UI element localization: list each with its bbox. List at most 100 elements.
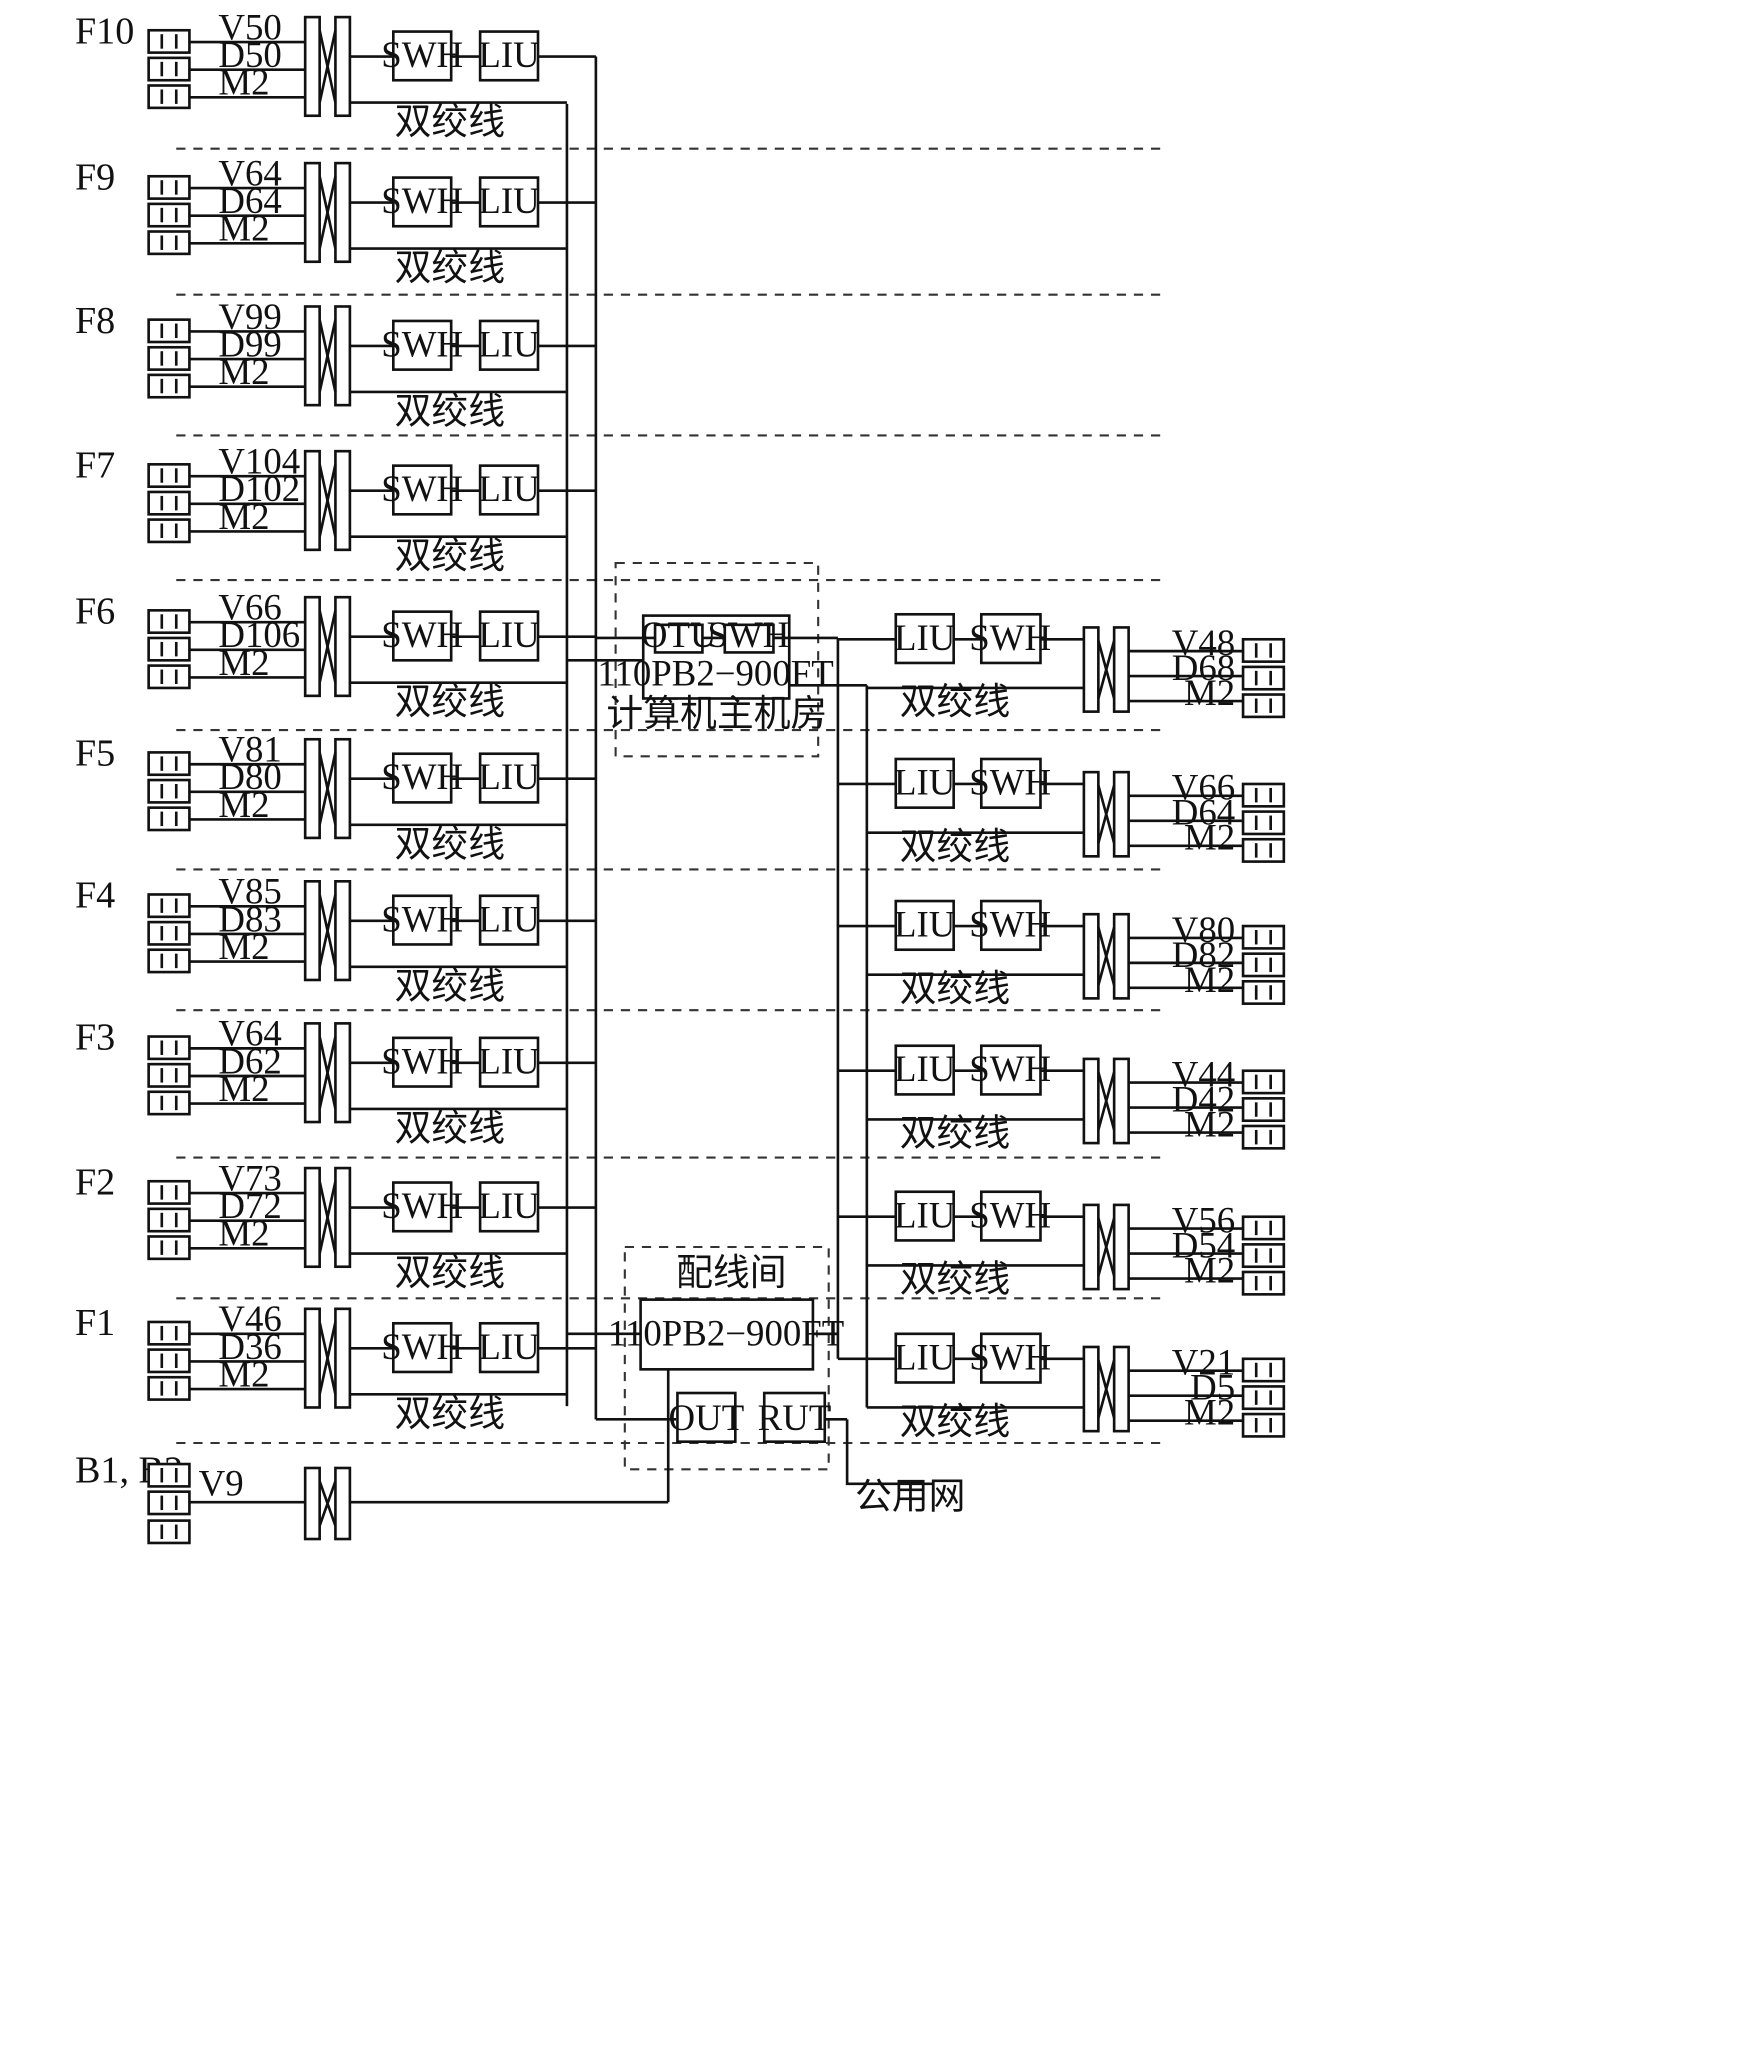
cross-connect-line — [1097, 1071, 1116, 1131]
liu-label: LIU — [478, 1040, 539, 1081]
public-network-label: 公用网 — [855, 1476, 965, 1517]
outlet-socket — [1241, 810, 1286, 836]
outlet-socket — [147, 1207, 191, 1233]
liu-label: LIU — [478, 756, 539, 797]
monitor-point-count: M2 — [1184, 1104, 1235, 1145]
liu-box — [894, 1044, 955, 1096]
monitor-point-count: M2 — [1184, 959, 1235, 1000]
liu-box — [478, 1321, 540, 1374]
data-point-count: D82 — [1172, 934, 1235, 975]
cross-connect-line — [318, 319, 337, 393]
voice-point-count: V99 — [218, 296, 281, 337]
swh-label: SWH — [381, 898, 463, 939]
liu-label: LIU — [478, 1185, 539, 1226]
patch-panel — [1112, 1203, 1130, 1291]
swh-label: SWH — [381, 614, 463, 655]
voice-point-count: V21 — [1172, 1342, 1235, 1383]
swh-label: SWH — [969, 617, 1051, 658]
outlet-socket — [1241, 637, 1286, 663]
twisted-pair-label: 双绞线 — [395, 391, 505, 432]
cross-connect-line — [318, 1180, 337, 1254]
outlet-socket — [147, 609, 191, 635]
floor-label: F10 — [75, 10, 134, 52]
patch-panel — [1112, 1057, 1130, 1145]
patch-panel — [334, 1307, 352, 1409]
cross-connect-line — [318, 175, 337, 249]
swh-label: SWH — [381, 180, 463, 221]
twisted-pair-label: 双绞线 — [900, 1259, 1010, 1300]
cross-connect-line — [1097, 1359, 1116, 1419]
liu-box — [478, 464, 540, 516]
liu-label: LIU — [478, 614, 539, 655]
outlet-socket — [1241, 1270, 1286, 1296]
rut-box — [762, 1391, 827, 1443]
swh-label: SWH — [381, 323, 463, 364]
cross-connect-line — [318, 1480, 337, 1527]
data-point-count: D68 — [1172, 647, 1235, 688]
data-point-count: D54 — [1172, 1225, 1235, 1266]
outlet-socket — [147, 28, 191, 54]
swh-label: SWH — [969, 1336, 1051, 1377]
twisted-pair-label: 双绞线 — [900, 968, 1010, 1009]
monitor-point-count: M2 — [1184, 672, 1235, 713]
outlet-socket — [147, 345, 191, 371]
voice-point-count: V66 — [218, 587, 281, 628]
outlet-socket — [1241, 693, 1286, 719]
floor-label: F2 — [75, 1161, 115, 1203]
outlet-socket — [147, 318, 191, 344]
cross-connect-line — [1097, 640, 1116, 699]
patch-panel — [1082, 1057, 1100, 1145]
outlet-socket — [147, 230, 191, 256]
patch-panel — [1082, 1203, 1100, 1291]
otu-box — [653, 623, 704, 654]
liu-label: LIU — [894, 617, 955, 658]
twisted-pair-label: 双绞线 — [900, 1113, 1010, 1154]
patch-panel — [1082, 770, 1100, 858]
voice-point-count: V85 — [218, 871, 281, 912]
ptp-box-wiring — [639, 1298, 815, 1371]
patch-panel — [1112, 626, 1130, 713]
voice-point-count: V64 — [218, 1013, 281, 1054]
twisted-pair-label: 双绞线 — [900, 1401, 1010, 1442]
ptp-label: 110PB2−900FT — [597, 652, 833, 693]
cross-connect-line — [1097, 1217, 1116, 1277]
swh-label: SWH — [381, 756, 463, 797]
outlet-socket — [147, 56, 191, 82]
patch-panel — [303, 1022, 321, 1124]
outlet-socket — [1241, 1124, 1286, 1150]
core-switch-label: SWH — [708, 614, 790, 655]
monitor-point-count: M2 — [1184, 1392, 1235, 1433]
voice-point-count: V66 — [1172, 767, 1235, 808]
patch-panel — [303, 1307, 321, 1409]
cross-connect-line — [1097, 927, 1116, 986]
outlet-socket — [147, 893, 191, 919]
outlet-socket — [1241, 665, 1286, 691]
twisted-pair-label: 双绞线 — [395, 535, 505, 576]
swh-switch-box — [391, 610, 453, 662]
computer-room-boundary — [614, 561, 820, 758]
liu-box — [478, 752, 540, 804]
voice-point-count: V104 — [218, 441, 300, 482]
wiring-room-caption: 配线间 — [676, 1252, 786, 1293]
patch-panel — [1112, 770, 1130, 858]
outlet-socket — [147, 490, 191, 516]
swh-switch-box — [391, 1321, 453, 1374]
outlet-socket — [147, 920, 191, 946]
swh-label: SWH — [381, 34, 463, 75]
patch-panel — [334, 305, 352, 407]
voice-point-count: V81 — [218, 729, 281, 770]
outlet-socket — [1241, 1357, 1286, 1383]
liu-box — [478, 30, 540, 82]
liu-label: LIU — [894, 1194, 955, 1235]
liu-label: LIU — [478, 468, 539, 509]
cross-connect-line — [318, 1321, 337, 1395]
public-network-line — [845, 1419, 934, 1486]
liu-box — [478, 176, 540, 228]
liu-box — [478, 1036, 540, 1088]
outlet-socket — [147, 664, 191, 690]
outlet-socket — [147, 806, 191, 832]
outlet-socket — [1241, 979, 1286, 1005]
out-label: OUT — [669, 1397, 745, 1438]
voice-point-count: V56 — [1172, 1200, 1235, 1241]
outlet-socket — [1241, 924, 1286, 950]
